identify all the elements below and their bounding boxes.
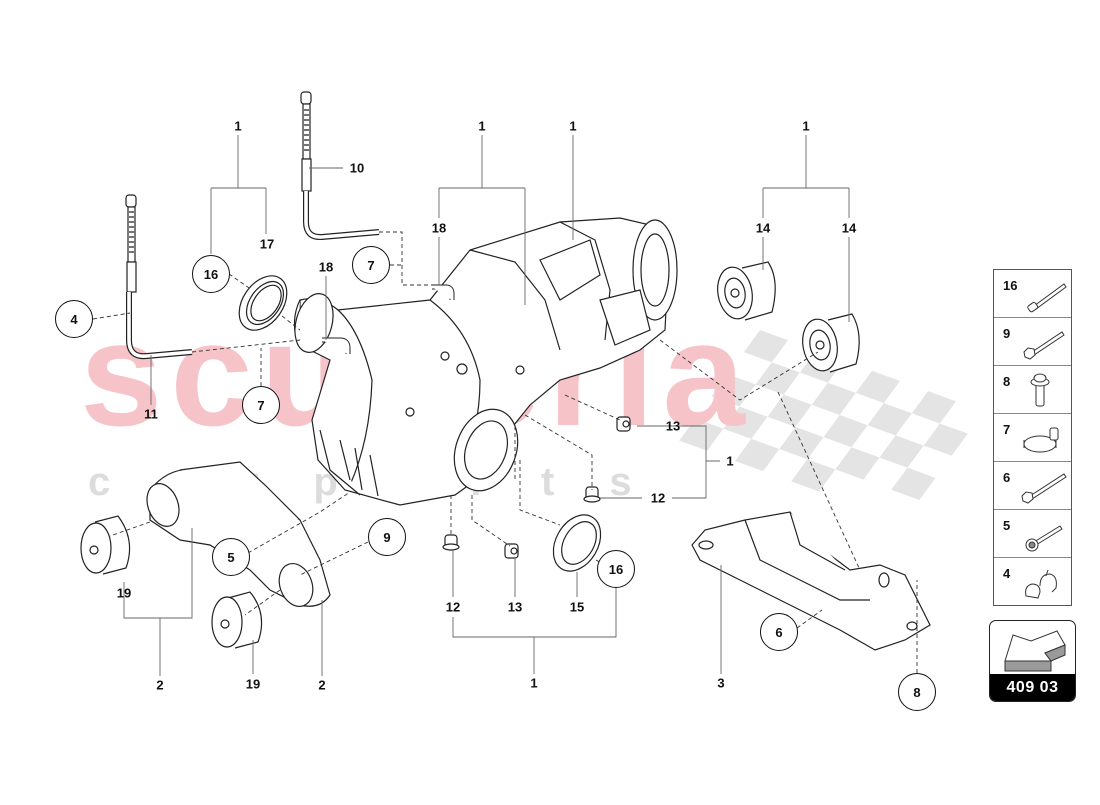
- part-label-3[interactable]: 3: [717, 675, 725, 691]
- rubber-bushing-upper-right: [802, 313, 860, 373]
- part-label-11[interactable]: 11: [144, 406, 158, 422]
- legend-item-7[interactable]: 7: [994, 414, 1071, 462]
- part-label-13[interactable]: 13: [507, 599, 523, 615]
- legend-number: 8: [1003, 374, 1011, 389]
- part-label-19[interactable]: 19: [245, 676, 261, 692]
- legend-number: 7: [1003, 422, 1011, 437]
- part-label-14[interactable]: 14: [755, 220, 771, 236]
- legend-number: 16: [1003, 278, 1018, 293]
- drain-plug-right: [583, 486, 601, 503]
- legend-item-4[interactable]: 4: [994, 558, 1071, 606]
- shaft-seal-front: [552, 514, 602, 572]
- legend-number: 4: [1003, 566, 1011, 581]
- part-label-1[interactable]: 1: [802, 118, 810, 134]
- legend-item-5[interactable]: 5: [994, 510, 1071, 558]
- short-bolt-washer-icon: [1030, 373, 1050, 407]
- callout-circle-4[interactable]: 4: [55, 300, 93, 338]
- page-number: 409 03: [990, 674, 1075, 701]
- callout-circle-6[interactable]: 6: [760, 613, 798, 651]
- part-label-1[interactable]: 1: [478, 118, 486, 134]
- collar-bolt-icon: [1025, 525, 1063, 552]
- part-label-12[interactable]: 12: [445, 599, 461, 615]
- long-bolt-icon: [1027, 283, 1067, 313]
- callout-circle-9[interactable]: 9: [368, 518, 406, 556]
- legend-number: 9: [1003, 326, 1011, 341]
- breather-hose-left: [125, 194, 193, 360]
- legend-item-16[interactable]: 16: [994, 270, 1071, 318]
- dashed-assembly-lines: [92, 231, 918, 673]
- part-label-13[interactable]: 13: [665, 418, 681, 434]
- shaft-seal-left: [238, 275, 288, 331]
- legend-item-9[interactable]: 9: [994, 318, 1071, 366]
- double-clip-icon: [1025, 569, 1057, 599]
- hex-flange-bolt-icon: [1023, 331, 1065, 360]
- part-label-2[interactable]: 2: [156, 677, 164, 693]
- part-label-15[interactable]: 15: [569, 599, 585, 615]
- front-mount-bracket: [691, 511, 931, 651]
- part-label-12[interactable]: 12: [650, 490, 666, 506]
- arrow-left-icon: [1004, 630, 1066, 672]
- part-label-17[interactable]: 17: [259, 236, 275, 252]
- rubber-bushing-upper-left: [717, 261, 776, 321]
- filler-plug-bottom: [504, 543, 519, 559]
- part-label-18[interactable]: 18: [431, 220, 447, 236]
- rear-mount-bracket: [146, 461, 331, 607]
- part-label-1[interactable]: 1: [569, 118, 577, 134]
- callout-circle-7[interactable]: 7: [352, 246, 390, 284]
- callout-circle-7[interactable]: 7: [242, 386, 280, 424]
- transfer-case-gearbox: [293, 217, 678, 506]
- fastener-legend: 16 9 8 7 6: [993, 269, 1072, 606]
- part-label-1[interactable]: 1: [726, 453, 734, 469]
- legend-item-6[interactable]: 6: [994, 462, 1071, 510]
- part-label-18[interactable]: 18: [318, 259, 334, 275]
- legend-number: 6: [1003, 470, 1011, 485]
- part-label-1[interactable]: 1: [234, 118, 242, 134]
- part-label-1[interactable]: 1: [530, 675, 538, 691]
- part-label-10[interactable]: 10: [349, 160, 365, 176]
- callout-circle-8[interactable]: 8: [898, 673, 936, 711]
- drain-plug-left: [442, 534, 460, 551]
- breather-hose-top: [300, 91, 380, 241]
- callout-circle-5[interactable]: 5: [212, 538, 250, 576]
- leader-lines: [123, 135, 850, 676]
- part-label-2[interactable]: 2: [318, 677, 326, 693]
- hose-clamp-icon: [1023, 427, 1059, 453]
- legend-item-8[interactable]: 8: [994, 366, 1071, 414]
- checkered-flag-watermark: [679, 330, 968, 500]
- callout-circle-16[interactable]: 16: [192, 255, 230, 293]
- part-label-19[interactable]: 19: [116, 585, 132, 601]
- rubber-bushing-lower-right: [211, 591, 263, 649]
- legend-number: 5: [1003, 518, 1011, 533]
- filler-plug-top: [616, 416, 631, 432]
- hex-bolt-icon: [1021, 473, 1067, 504]
- callout-circle-16[interactable]: 16: [597, 550, 635, 588]
- page-navigation-badge[interactable]: 409 03: [989, 620, 1076, 702]
- rubber-bushing-lower-left: [80, 515, 131, 575]
- part-label-14[interactable]: 14: [841, 220, 857, 236]
